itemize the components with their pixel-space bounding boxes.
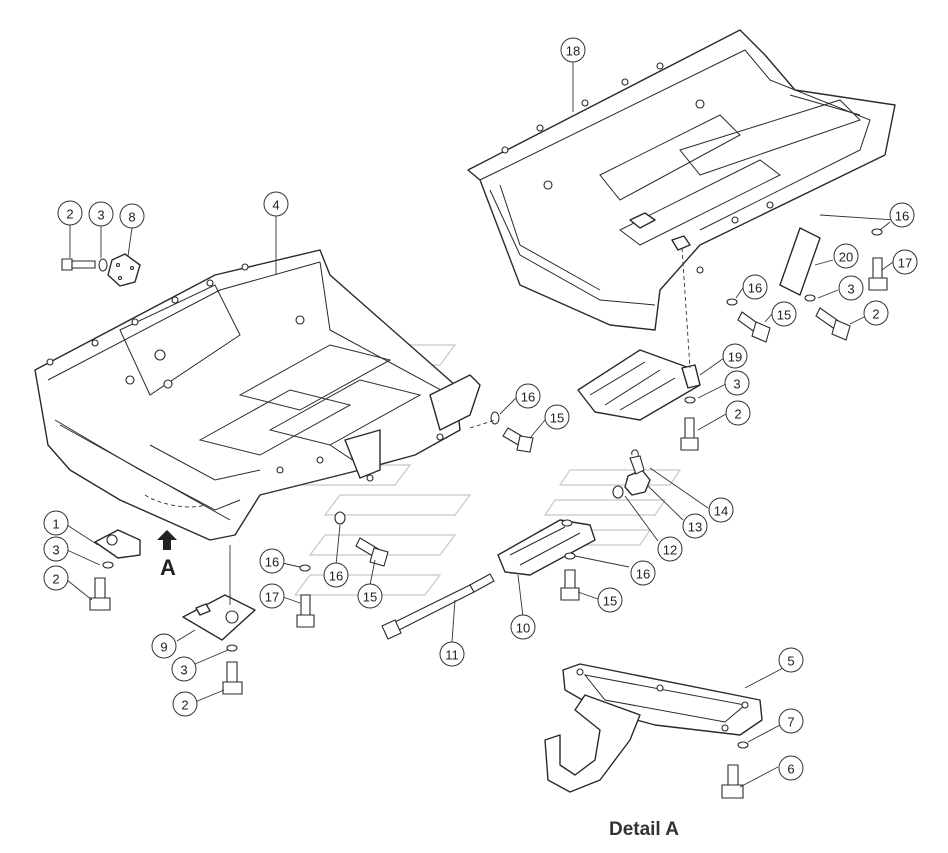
svg-text:3: 3 — [97, 208, 104, 223]
callout-2: 2 — [172, 691, 198, 717]
svg-text:7: 7 — [787, 715, 794, 730]
callout-2: 2 — [43, 565, 69, 591]
svg-text:10: 10 — [516, 621, 530, 636]
svg-text:3: 3 — [847, 282, 854, 297]
view-arrow-label: A — [160, 555, 176, 580]
callout-bubbles: 18 2 3 8 4 16 20 17 16 3 15 2 19 3 16 15… — [43, 37, 918, 781]
callout-10: 10 — [510, 614, 536, 640]
callout-17: 17 — [259, 583, 285, 609]
callout-9: 9 — [151, 633, 177, 659]
svg-text:2: 2 — [66, 207, 73, 222]
callout-18: 18 — [560, 37, 586, 63]
fasteners-bottom-mid — [296, 564, 315, 628]
callout-3: 3 — [838, 275, 864, 301]
svg-text:6: 6 — [787, 762, 794, 777]
callout-14: 14 — [708, 497, 734, 523]
svg-text:16: 16 — [895, 209, 909, 224]
svg-text:16: 16 — [265, 555, 279, 570]
callout-8: 8 — [119, 203, 145, 229]
svg-text:2: 2 — [734, 407, 741, 422]
callout-15: 15 — [771, 301, 797, 327]
washer-3-top-left — [98, 258, 108, 272]
svg-text:9: 9 — [160, 640, 167, 655]
svg-text:5: 5 — [787, 654, 794, 669]
callout-13: 13 — [682, 513, 708, 539]
svg-text:16: 16 — [748, 281, 762, 296]
fasteners-right — [726, 228, 888, 343]
svg-text:1: 1 — [52, 517, 59, 532]
parts-12-13-14 — [612, 449, 651, 499]
svg-text:17: 17 — [898, 256, 912, 271]
callout-16: 16 — [515, 383, 541, 409]
detail-a-caption: Detail A — [609, 819, 679, 840]
callout-2: 2 — [863, 300, 889, 326]
leader-lines — [66, 62, 896, 788]
part-9-plate — [182, 594, 256, 695]
part-4-main-skid-plate — [34, 249, 481, 541]
callout-20: 20 — [833, 243, 859, 269]
svg-text:12: 12 — [663, 543, 677, 558]
part-18-rear-skid-plate — [467, 29, 896, 331]
svg-text:14: 14 — [714, 504, 728, 519]
callout-3: 3 — [724, 370, 750, 396]
part-1-bracket — [89, 529, 141, 611]
callout-11: 11 — [439, 641, 465, 667]
part-11-long-bolt — [381, 573, 495, 640]
svg-text:2: 2 — [872, 307, 879, 322]
svg-text:15: 15 — [363, 590, 377, 605]
callout-3: 3 — [43, 536, 69, 562]
svg-text:13: 13 — [688, 520, 702, 535]
svg-text:16: 16 — [521, 390, 535, 405]
plate-8 — [107, 253, 141, 287]
svg-text:3: 3 — [180, 663, 187, 678]
callout-16: 16 — [742, 274, 768, 300]
callout-16: 16 — [259, 548, 285, 574]
svg-text:3: 3 — [52, 543, 59, 558]
svg-text:18: 18 — [566, 44, 580, 59]
callout-3: 3 — [171, 656, 197, 682]
callout-12: 12 — [657, 536, 683, 562]
svg-text:16: 16 — [329, 569, 343, 584]
svg-text:4: 4 — [272, 198, 279, 213]
svg-text:15: 15 — [777, 308, 791, 323]
callout-15: 15 — [544, 404, 570, 430]
svg-text:17: 17 — [265, 590, 279, 605]
detail-a-tow-hook — [544, 663, 763, 799]
callout-17: 17 — [892, 249, 918, 275]
svg-text:11: 11 — [445, 648, 459, 663]
svg-text:15: 15 — [550, 411, 564, 426]
callout-4: 4 — [263, 191, 289, 217]
view-arrow-a: A — [157, 530, 177, 580]
svg-text:8: 8 — [128, 210, 135, 225]
svg-text:20: 20 — [839, 250, 853, 265]
callout-6: 6 — [778, 755, 804, 781]
svg-text:15: 15 — [603, 594, 617, 609]
callout-16: 16 — [889, 202, 915, 228]
svg-text:2: 2 — [52, 572, 59, 587]
svg-text:2: 2 — [181, 698, 188, 713]
callout-15: 15 — [597, 587, 623, 613]
callout-1: 1 — [43, 510, 69, 536]
svg-text:19: 19 — [728, 350, 742, 365]
callout-7: 7 — [778, 708, 804, 734]
svg-text:16: 16 — [636, 567, 650, 582]
part-10-bracket — [497, 519, 596, 601]
callout-15: 15 — [357, 583, 383, 609]
part-19-bracket — [577, 349, 701, 451]
callout-2: 2 — [725, 400, 751, 426]
callout-16: 16 — [630, 560, 656, 586]
callout-19: 19 — [722, 343, 748, 369]
part-20-pad — [779, 227, 821, 296]
callout-5: 5 — [778, 647, 804, 673]
bolt-2-top-left — [61, 258, 96, 271]
callout-3: 3 — [88, 201, 114, 227]
svg-text:3: 3 — [733, 377, 740, 392]
callout-16: 16 — [323, 562, 349, 588]
callout-2: 2 — [57, 200, 83, 226]
